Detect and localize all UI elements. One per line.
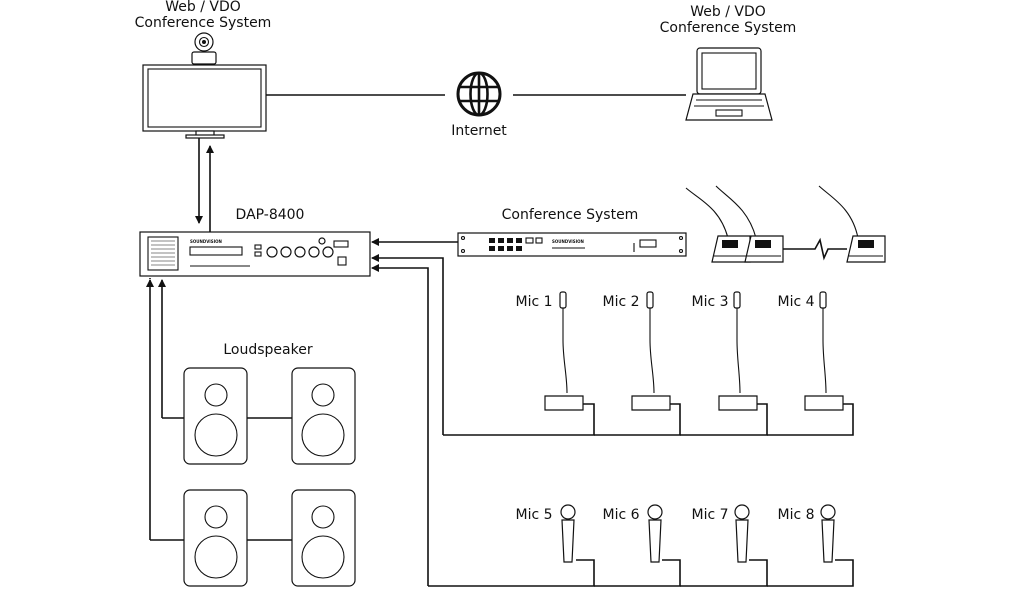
laptop-icon [685,47,773,121]
mic-5-label: Mic 5 [515,507,552,523]
wire-mic-1 [443,403,595,436]
arrow-gooseneck-mics-to-dap [371,254,444,435]
wire-mic-2 [594,403,681,436]
gooseneck-mic-icon [631,291,671,411]
conference-system-unit: SOUNDVISION [457,232,687,257]
wire-mic-3 [680,403,768,436]
mic-8-label: Mic 8 [777,507,814,523]
monitor-icon [142,64,267,139]
delegate-unit-1 [685,187,751,263]
gooseneck-mic-icon [544,291,584,411]
handheld-mic-icon [560,504,576,563]
dap-8400-unit: SOUNDVISION [139,231,371,277]
dap-label: DAP-8400 [236,207,305,223]
delegate-unit-3 [818,185,886,263]
mic-3-label: Mic 3 [691,294,728,310]
dap-brand: SOUNDVISION [190,239,222,244]
web-left-label-line2: Conference System [135,15,272,31]
globe-icon [456,71,502,117]
speaker-icon [183,367,248,465]
speaker-icon [291,367,356,465]
wire-mic-7 [680,559,768,587]
conference-brand: SOUNDVISION [552,239,584,244]
web-left-label-line1: Web / VDO [165,0,241,15]
mic-6-label: Mic 6 [602,507,639,523]
wire-mic-8 [767,559,854,587]
mic-4-label: Mic 4 [777,294,814,310]
internet-label: Internet [451,123,507,139]
mic-2-label: Mic 2 [602,294,639,310]
wire-mic-4 [767,403,854,436]
gooseneck-mic-icon [804,291,844,411]
handheld-mic-icon [734,504,750,563]
gooseneck-mic-icon [718,291,758,411]
wire-mic-5 [428,559,595,587]
mic-7-label: Mic 7 [691,507,728,523]
web-right-label-line1: Web / VDO [690,4,766,20]
arrow-handheld-mics-to-dap [371,264,429,586]
speaker-icon [291,489,356,587]
delegate-chain-link [783,237,847,261]
web-right-label-line2: Conference System [660,20,797,36]
handheld-mic-icon [820,504,836,563]
loudspeaker-label: Loudspeaker [223,342,312,358]
delegate-unit-2 [715,185,784,263]
camera-icon [191,32,217,65]
wire-mic-6 [594,559,681,587]
conference-system-label: Conference System [502,207,639,223]
handheld-mic-icon [647,504,663,563]
speaker-icon [183,489,248,587]
mic-1-label: Mic 1 [515,294,552,310]
